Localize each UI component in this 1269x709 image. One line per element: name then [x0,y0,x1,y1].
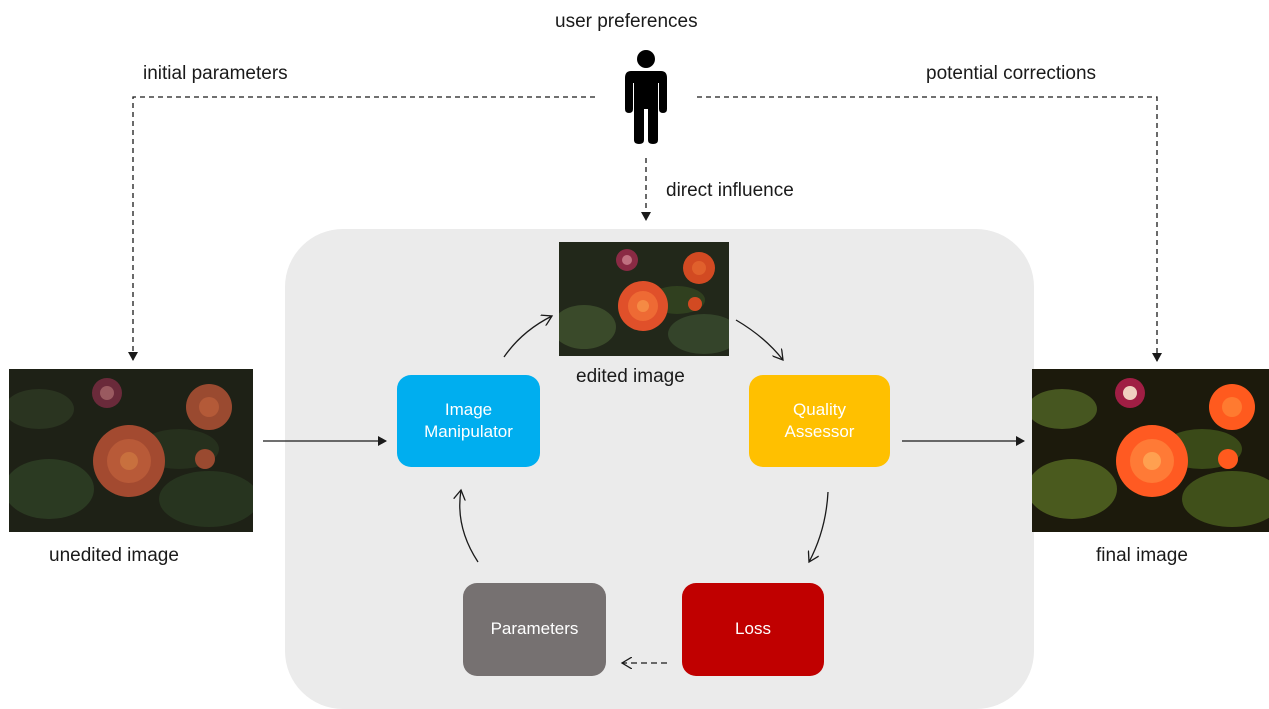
manipulator-to-edited-arrow [503,316,552,358]
loss-block: Loss [682,583,824,676]
final-image-label: final image [1096,545,1188,566]
initial-parameters-line [128,96,595,361]
person-icon [625,50,667,144]
edited-image-label: edited image [576,366,685,387]
parameters-label: Parameters [490,619,579,639]
assessor-to-loss-arrow [809,491,829,562]
image-manipulator-line-2: Manipulator [424,422,513,441]
direct-influence-label: direct influence [666,180,794,201]
image-manipulator-block: Image Manipulator [397,375,540,467]
user-preferences-label: user preferences [555,11,698,32]
loss-label: Loss [735,619,771,639]
unedited-image-label: unedited image [49,545,179,566]
parameters-block: Parameters [463,583,606,676]
quality-assessor-line-2: Assessor [784,422,855,441]
parameters-to-manipulator-arrow [460,490,479,563]
edited-flower-photo [559,242,729,356]
quality-assessor-block: Quality Assessor [749,375,890,467]
edited-to-assessor-arrow [735,319,783,360]
final-flower-photo [1032,369,1269,532]
quality-assessor-line-1: Quality [793,399,846,419]
unedited-flower-photo [9,369,253,532]
image-manipulator-line-1: Image [444,399,493,419]
potential-corrections-label: potential corrections [926,63,1097,84]
initial-parameters-label: initial parameters [143,63,288,84]
potential-corrections-line [697,96,1162,362]
